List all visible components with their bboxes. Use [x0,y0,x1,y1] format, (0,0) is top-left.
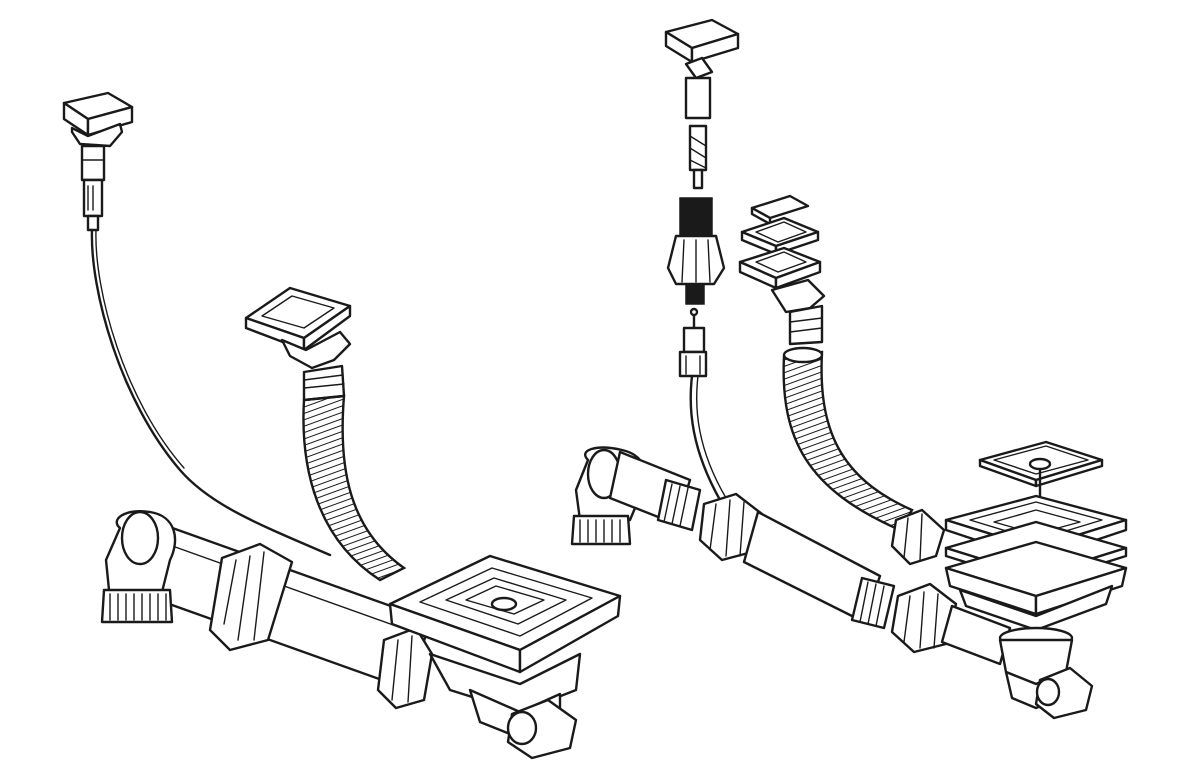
right-threaded-coupling-2 [850,576,896,630]
right-threaded-coupling-1 [656,478,702,532]
left-overflow-head [244,286,352,402]
right-assembly [570,18,1128,720]
right-cable-end [678,307,708,378]
right-overflow-plate-1 [740,216,820,256]
right-control-cable [689,374,722,502]
right-actuator-housing [666,197,726,305]
right-overflow-body [770,278,826,346]
right-union-nut-2 [890,582,958,654]
right-push-button [664,18,740,80]
right-strainer-basket [978,440,1104,522]
right-overflow-plate-2 [738,246,822,290]
right-spindle [688,124,708,190]
right-gasket-2 [944,540,1128,616]
left-pipe-clamp [376,626,434,710]
left-push-button [62,91,134,232]
right-pipe-section-2 [940,604,1012,666]
left-strainer-basket [388,554,622,740]
left-control-cable [90,228,332,557]
left-elbow [100,510,177,624]
right-overflow-outlet [1034,666,1094,720]
left-assembly [62,91,622,760]
left-overflow-hose [302,394,407,582]
right-hose-nut [890,508,946,566]
right-overflow-hose [782,346,914,532]
left-overflow-outlet [506,698,578,760]
right-sleeve [684,76,712,120]
left-union-nut [208,542,294,652]
